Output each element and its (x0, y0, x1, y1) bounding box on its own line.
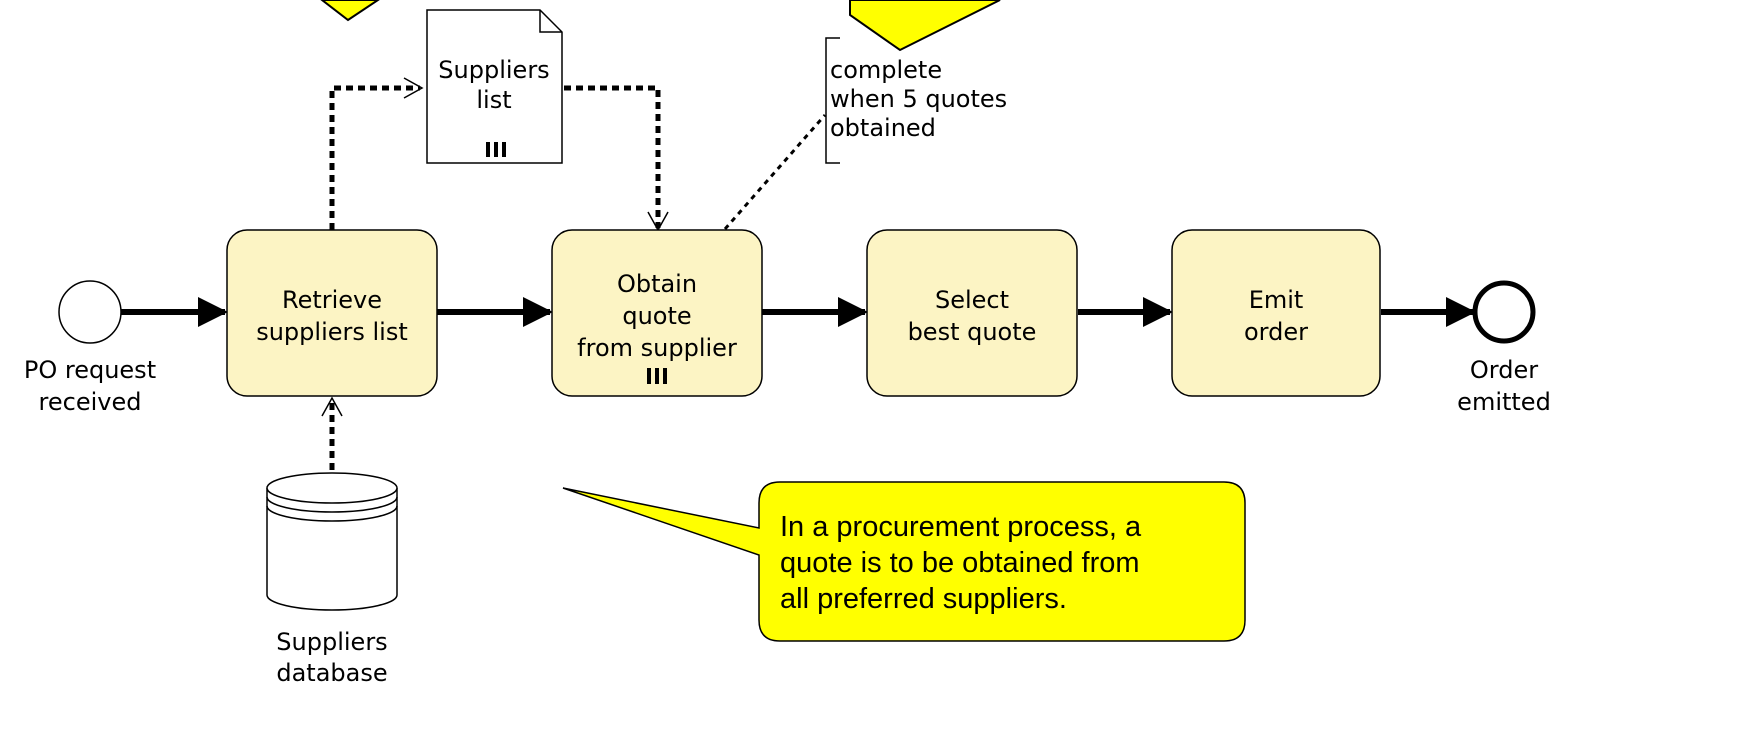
annotation-line-3: obtained (830, 114, 936, 142)
task-obtain-label-2: quote (622, 302, 691, 330)
callout-line-1: In a procurement process, a (780, 511, 1142, 543)
multi-instance-marker-icon (647, 368, 667, 384)
task-select-best-quote[interactable]: Select best quote (866, 229, 1078, 397)
task-retrieve-suppliers-list[interactable]: Retrieve suppliers list (226, 229, 438, 397)
task-emit-order[interactable]: Emit order (1171, 229, 1381, 397)
data-object-label-2: list (476, 86, 511, 114)
task-obtain-quote[interactable]: Obtain quote from supplier (551, 229, 763, 397)
callout-bubble: In a procurement process, a quote is to … (562, 481, 1246, 642)
task-retrieve-label-2: suppliers list (256, 318, 408, 346)
start-event[interactable] (58, 280, 122, 344)
text-annotation[interactable]: complete when 5 quotes obtained (825, 37, 1007, 164)
data-store-label-1: Suppliers (276, 628, 387, 656)
annotation-line-2: when 5 quotes (830, 85, 1007, 113)
callout-fragment-left (320, 0, 380, 22)
end-event-label-2: emitted (1457, 388, 1551, 416)
data-store-suppliers-database[interactable] (266, 472, 398, 611)
task-retrieve-label-1: Retrieve (282, 286, 382, 314)
task-select-label-1: Select (935, 286, 1009, 314)
annotation-line-1: complete (830, 56, 942, 84)
assoc-list-to-obtain (564, 85, 661, 228)
task-emit-label-2: order (1244, 318, 1308, 346)
end-event[interactable] (1472, 280, 1536, 344)
task-obtain-label-1: Obtain (617, 270, 697, 298)
data-object-label-1: Suppliers (438, 56, 549, 84)
data-object-suppliers-list[interactable]: Suppliers list (426, 9, 563, 164)
assoc-retrieve-to-list (329, 85, 420, 230)
assoc-list-arrowhead (403, 77, 424, 99)
callout-line-3: all preferred suppliers. (780, 583, 1067, 615)
start-event-label-1: PO request (24, 356, 156, 384)
collection-marker-icon (486, 142, 506, 157)
callout-fragment-right (849, 0, 1001, 52)
start-event-label-2: received (39, 388, 142, 416)
task-emit-label-1: Emit (1249, 286, 1304, 314)
assoc-db-arrowhead (321, 396, 343, 417)
callout-line-2: quote is to be obtained from (780, 547, 1140, 579)
end-event-label-1: Order (1470, 356, 1538, 384)
task-obtain-label-3: from supplier (577, 334, 737, 362)
data-store-label-2: database (276, 659, 387, 687)
task-select-label-2: best quote (908, 318, 1037, 346)
assoc-annotation (723, 114, 827, 230)
